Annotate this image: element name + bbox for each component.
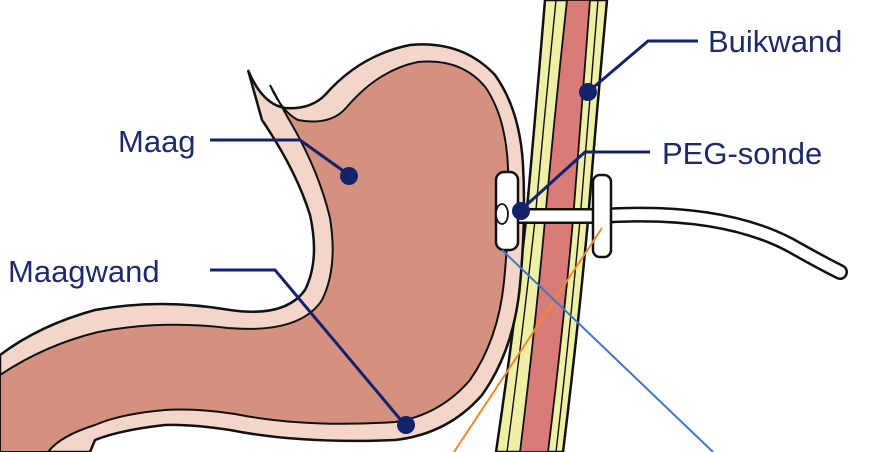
- label-maag: Maag: [118, 124, 196, 159]
- label-peg-sonde: PEG-sonde: [662, 136, 822, 171]
- external-fixation-plate: [593, 175, 611, 257]
- internal-bumper-hole: [496, 204, 508, 224]
- maag-marker-dot: [340, 167, 358, 185]
- leader-line-buikwand: [588, 41, 698, 92]
- maagwand-marker-dot: [397, 416, 415, 434]
- label-buikwand: Buikwand: [708, 24, 842, 59]
- peg-sonde-marker-dot: [512, 202, 530, 220]
- stomach: [0, 44, 524, 452]
- buikwand-marker-dot: [579, 83, 597, 101]
- label-maagwand: Maagwand: [8, 254, 160, 289]
